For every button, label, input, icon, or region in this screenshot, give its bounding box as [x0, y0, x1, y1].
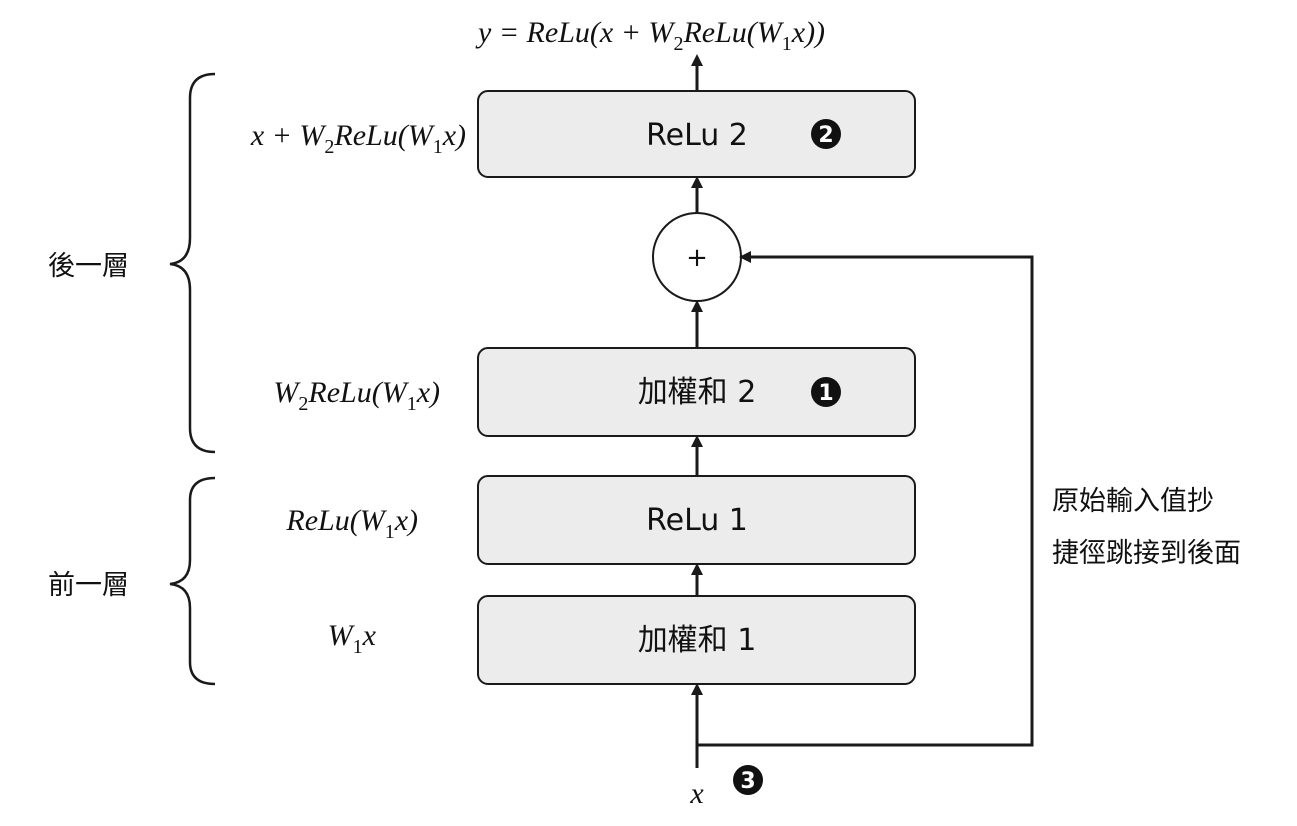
- output-formula: y = ReLu(x + W2ReLu(W1x)): [475, 16, 825, 55]
- badge-3: [733, 765, 763, 795]
- adder-plus-sign: +: [686, 243, 708, 273]
- formula-part: ReLu(W: [285, 504, 387, 537]
- formula-sub: 1: [353, 636, 363, 658]
- ws1-side-formula: W1x: [328, 619, 377, 658]
- weighted-sum1-label: 加權和 1: [638, 623, 757, 658]
- formula-part: ReLu(W: [333, 119, 435, 152]
- formula-sub: 1: [433, 136, 443, 158]
- output-formula-sub: 2: [673, 33, 683, 55]
- ws2-side-formula: W2ReLu(W1x): [273, 376, 440, 415]
- formula-part: x): [442, 119, 466, 152]
- input-x-label: x: [689, 777, 704, 810]
- shortcut-note-line1: 原始輸入值抄: [1052, 486, 1214, 517]
- formula-part: x): [394, 504, 418, 537]
- lower-layer-label: 前一層: [48, 570, 129, 601]
- relu1-label: ReLu 1: [646, 503, 748, 538]
- badge-1: [811, 377, 841, 407]
- formula-sub: 2: [298, 393, 308, 415]
- upper-layer-label: 後一層: [48, 251, 129, 282]
- relu2-side-formula: x + W2ReLu(W1x): [250, 119, 466, 158]
- output-formula-sub: 1: [782, 33, 792, 55]
- badge-1-number: 1: [818, 381, 833, 406]
- lower-layer-brace: [169, 476, 216, 686]
- formula-part: x + W: [250, 119, 328, 152]
- formula-part: W: [328, 619, 356, 652]
- badge-2-number: 2: [818, 123, 833, 148]
- output-formula-part: x)): [791, 16, 825, 49]
- upper-layer-brace: [169, 72, 216, 454]
- formula-part: ReLu(W: [307, 376, 409, 409]
- output-formula-part: ReLu(W: [682, 16, 784, 49]
- formula-part: x): [416, 376, 440, 409]
- skip-connection-line: [697, 251, 1034, 747]
- formula-part: W: [273, 376, 301, 409]
- relu1-side-formula: ReLu(W1x): [285, 504, 418, 543]
- formula-sub: 2: [324, 136, 334, 158]
- badge-2: [811, 119, 841, 149]
- formula-part: x: [362, 619, 377, 652]
- formula-sub: 1: [385, 521, 395, 543]
- shortcut-note-line2: 捷徑跳接到後面: [1052, 538, 1241, 569]
- relu2-label: ReLu 2: [646, 118, 748, 153]
- formula-sub: 1: [407, 393, 417, 415]
- weighted-sum2-label: 加權和 2: [638, 375, 757, 410]
- badge-3-number: 3: [740, 769, 755, 794]
- output-formula-part: y = ReLu(x + W: [475, 16, 676, 49]
